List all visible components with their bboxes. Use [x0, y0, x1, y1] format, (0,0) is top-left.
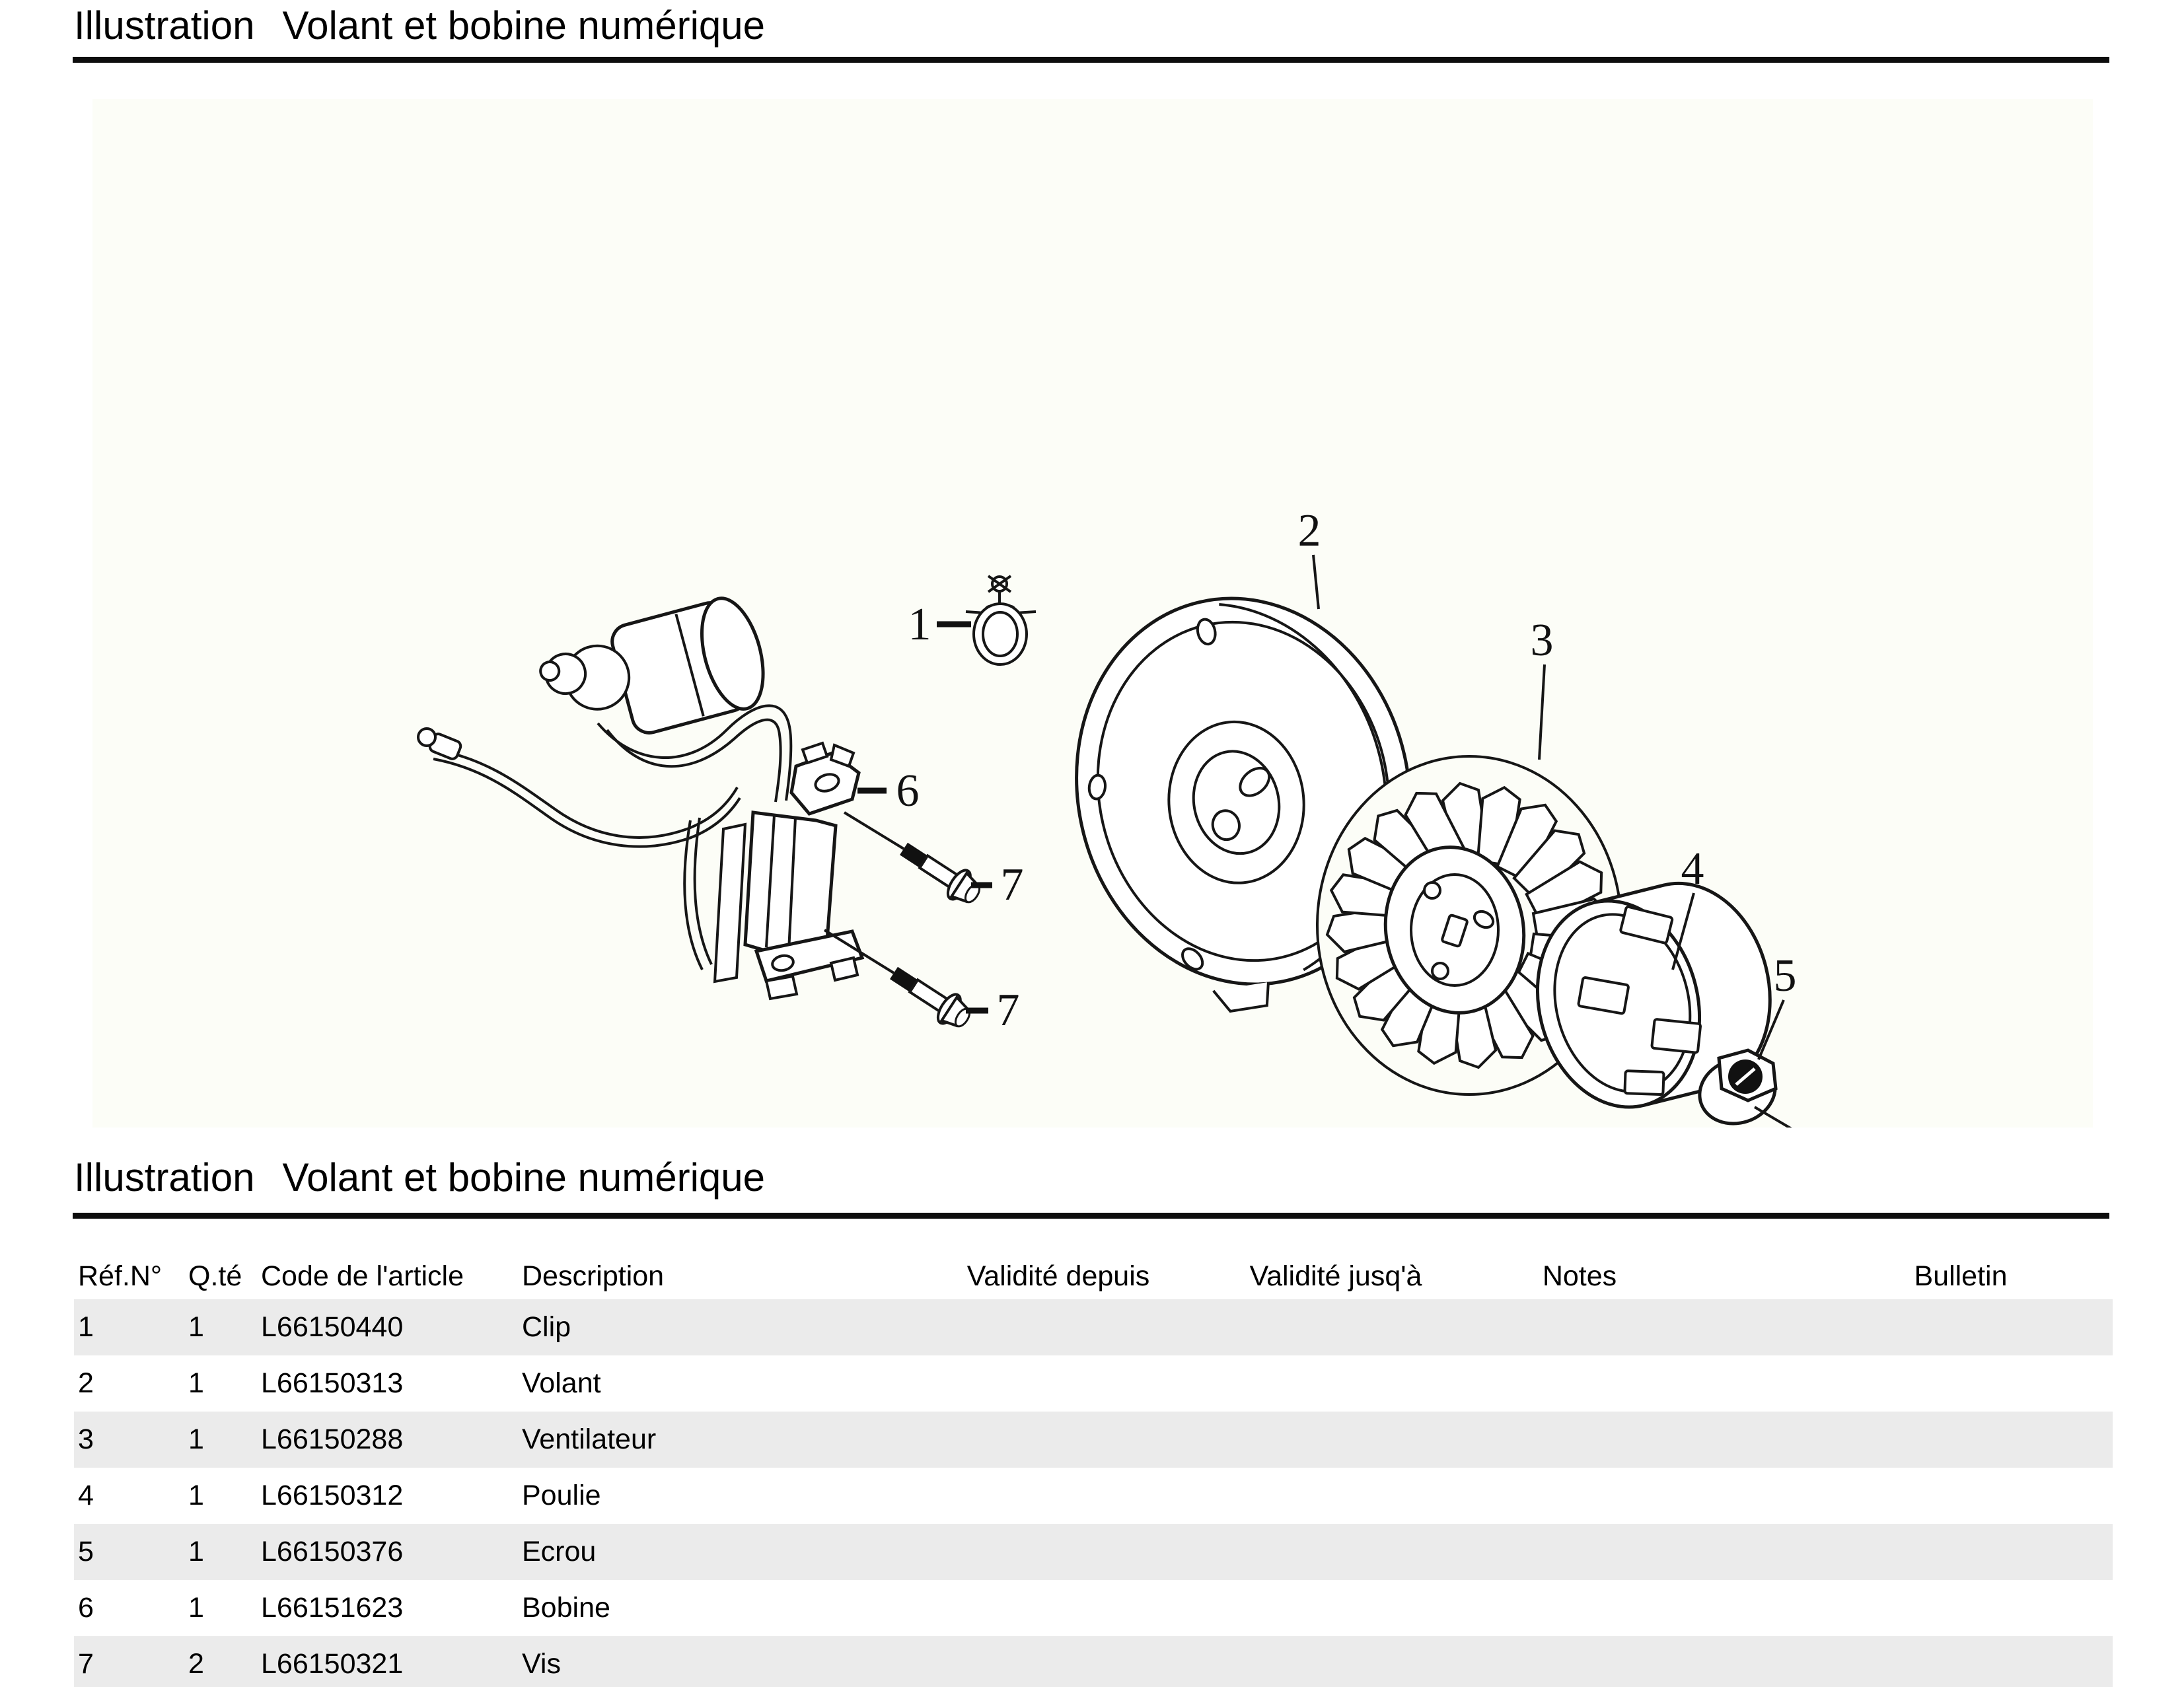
cell-description: Ecrou [522, 1536, 597, 1567]
callout-1: 1 [908, 599, 971, 650]
bolt-upper [843, 811, 988, 912]
cell-description: Vis [522, 1648, 561, 1680]
ignition-coil [713, 741, 865, 1001]
cell-code: L66150321 [261, 1648, 404, 1680]
cell-ref: 1 [78, 1311, 94, 1343]
callout-4: 4 [1671, 844, 1704, 970]
table-row: 4 1 L66150312 Poulie [74, 1468, 2113, 1524]
cell-ref: 2 [78, 1367, 94, 1399]
section-title: Illustration Volant et bobine numérique [74, 1155, 765, 1200]
table-row: 7 2 L66150321 Vis [74, 1636, 2113, 1687]
cell-code: L66150376 [261, 1536, 404, 1567]
cell-qty: 1 [188, 1480, 204, 1511]
callout-2: 2 [1298, 505, 1321, 610]
callout-7-upper: 7 [971, 859, 1024, 910]
cell-qty: 1 [188, 1311, 204, 1343]
callout-7-upper-label: 7 [1001, 859, 1024, 910]
cell-code: L66150288 [261, 1423, 404, 1455]
callout-1-label: 1 [908, 599, 931, 650]
callout-3: 3 [1531, 615, 1554, 760]
page-title-prefix: Illustration [74, 3, 255, 48]
cell-description: Clip [522, 1311, 571, 1343]
parts-table: Réf.N° Q.té Code de l'article Descriptio… [74, 1253, 2113, 1687]
callout-3-label: 3 [1531, 615, 1554, 666]
column-header-notes: Notes [1542, 1260, 1617, 1292]
cell-code: L66150440 [261, 1311, 404, 1343]
table-row: 2 1 L66150313 Volant [74, 1355, 2113, 1412]
cell-qty: 2 [188, 1648, 204, 1680]
wire-terminal [417, 727, 462, 760]
parts-table-header-row: Réf.N° Q.té Code de l'article Descriptio… [74, 1253, 2113, 1299]
callout-6: 6 [857, 766, 920, 816]
cell-qty: 1 [188, 1423, 204, 1455]
cell-description: Bobine [522, 1592, 610, 1624]
cell-ref: 6 [78, 1592, 94, 1624]
title-rule [73, 57, 2109, 63]
cell-description: Ventilateur [522, 1423, 657, 1455]
column-header-valid-to: Validité jusq'à [1249, 1260, 1422, 1292]
cell-code: L66150312 [261, 1480, 404, 1511]
table-row: 5 1 L66150376 Ecrou [74, 1524, 2113, 1580]
callout-7-lower: 7 [966, 985, 1020, 1036]
section-title-subject: Volant et bobine numérique [282, 1155, 766, 1200]
bolt-lower [823, 929, 978, 1036]
nut [1698, 1048, 1778, 1126]
cell-description: Volant [522, 1367, 601, 1399]
cell-ref: 4 [78, 1480, 94, 1511]
cell-code: L66151623 [261, 1592, 404, 1624]
callout-4-label: 4 [1681, 844, 1704, 894]
cell-ref: 5 [78, 1536, 94, 1567]
callout-5: 5 [1753, 951, 1797, 1128]
column-header-code: Code de l'article [261, 1260, 464, 1292]
clip [965, 575, 1037, 666]
section-title-prefix: Illustration [74, 1155, 255, 1200]
exploded-diagram: 1 2 3 4 5 6 [417, 505, 1797, 1128]
cell-code: L66150313 [261, 1367, 404, 1399]
table-row: 6 1 L66151623 Bobine [74, 1580, 2113, 1636]
page-title: Illustration Volant et bobine numérique [74, 3, 765, 48]
cell-description: Poulie [522, 1480, 601, 1511]
page-title-subject: Volant et bobine numérique [282, 3, 766, 48]
pulley [1535, 881, 1772, 1109]
spark-plug-cap [539, 596, 765, 735]
table-row: 3 1 L66150288 Ventilateur [74, 1412, 2113, 1468]
callout-6-label: 6 [896, 766, 920, 816]
column-header-description: Description [522, 1260, 665, 1292]
ignition-wire [433, 704, 793, 970]
column-header-ref: Réf.N° [78, 1260, 163, 1292]
cell-qty: 1 [188, 1592, 204, 1624]
cell-ref: 7 [78, 1648, 94, 1680]
table-row: 1 1 L66150440 Clip [74, 1299, 2113, 1355]
cell-qty: 1 [188, 1367, 204, 1399]
cell-ref: 3 [78, 1423, 94, 1455]
callout-7-lower-label: 7 [997, 985, 1020, 1036]
column-header-valid-from: Validité depuis [966, 1260, 1150, 1292]
section-rule [73, 1213, 2109, 1219]
cell-qty: 1 [188, 1536, 204, 1567]
column-header-qty: Q.té [188, 1260, 242, 1292]
callout-2-label: 2 [1298, 505, 1321, 556]
callout-5-label: 5 [1774, 951, 1797, 1001]
column-header-bulletin: Bulletin [1914, 1260, 2008, 1292]
exploded-diagram-panel: 1 2 3 4 5 6 [92, 99, 2093, 1128]
